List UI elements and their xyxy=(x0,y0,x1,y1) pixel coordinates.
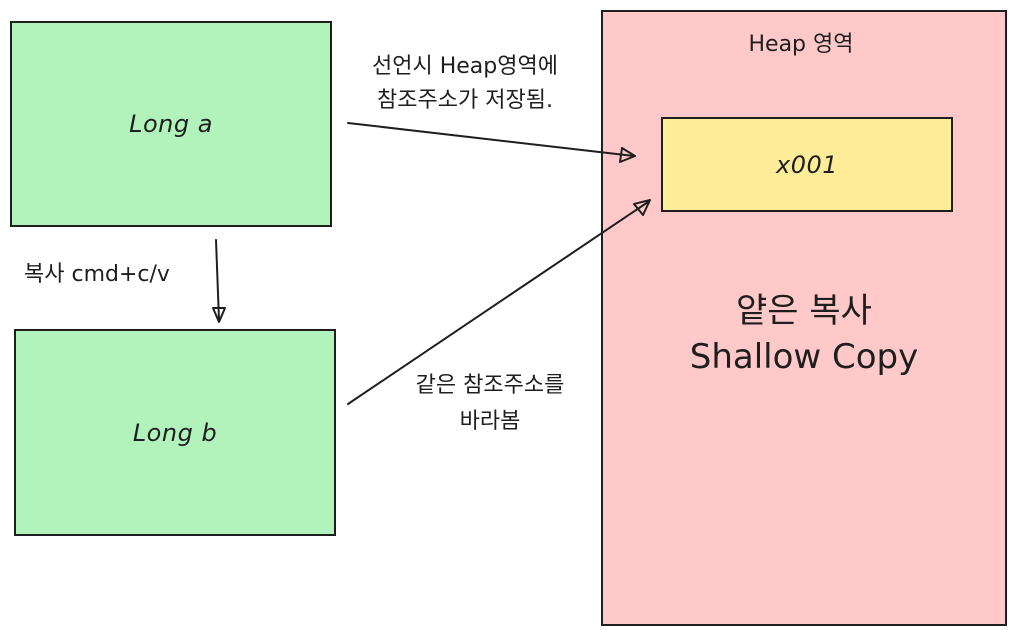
shallow-copy-korean: 얕은 복사 xyxy=(736,291,872,331)
same-reference-line1: 같은 참조주소를 xyxy=(415,373,565,398)
shallow-copy-caption: 얕은 복사 Shallow Copy xyxy=(601,288,1007,380)
variable-box-a: Long a xyxy=(10,21,332,227)
variable-a-label: Long a xyxy=(129,110,213,138)
arrow-copy-a-to-b xyxy=(212,239,226,323)
shallow-copy-english: Shallow Copy xyxy=(689,337,919,377)
declare-note: 선언시 Heap영역에 참조주소가 저장됨. xyxy=(340,50,590,118)
declare-note-line1: 선언시 Heap영역에 xyxy=(372,54,558,79)
variable-box-b: Long b xyxy=(14,329,336,536)
heap-title: Heap 영역 xyxy=(748,32,854,57)
arrow-b-to-heap xyxy=(347,199,651,405)
copy-note: 복사 cmd+c/v xyxy=(24,262,170,287)
variable-b-label: Long b xyxy=(132,418,218,447)
arrow-a-to-heap xyxy=(347,122,636,163)
heap-region xyxy=(601,10,1007,626)
declare-note-line2: 참조주소가 저장됨. xyxy=(377,88,553,113)
heap-address-cell: x001 xyxy=(661,117,953,212)
same-reference-line2: 바라봄 xyxy=(459,409,521,434)
same-reference-note: 같은 참조주소를 바라봄 xyxy=(380,368,600,440)
heap-address-value: x001 xyxy=(775,150,838,179)
